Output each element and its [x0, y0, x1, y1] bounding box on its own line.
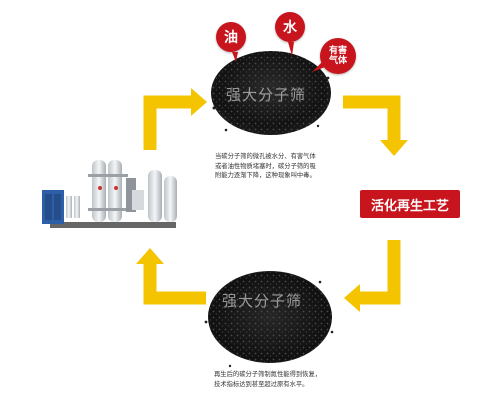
- regeneration-process-label: 活化再生工艺: [360, 190, 460, 218]
- watermark-bottom: 强大分子筛: [222, 292, 303, 310]
- watermark-top: 强大分子筛: [226, 86, 307, 104]
- water-bubble: 水: [275, 12, 305, 42]
- carbon-sieve-pile-top: [211, 51, 331, 135]
- oil-label: 油: [224, 30, 238, 46]
- recovery-description: 再生后的碳分子筛制氮性能得到恢复， 技术指标达到甚至超过原有水平。: [214, 371, 322, 388]
- poisoning-description: 当碳分子筛的微孔被水分、有害气体 或者油性物质堵塞时，碳分子筛的吸 附能力逐渐下…: [215, 153, 316, 180]
- nitrogen-generator-equipment: [42, 160, 177, 228]
- oil-bubble: 油: [216, 22, 246, 52]
- water-label: 水: [283, 20, 297, 36]
- harmful-gas-bubble: 有害气体: [320, 38, 356, 74]
- carbon-sieve-pile-bottom: [204, 271, 334, 368]
- harmful-gas-label: 有害气体: [328, 46, 347, 66]
